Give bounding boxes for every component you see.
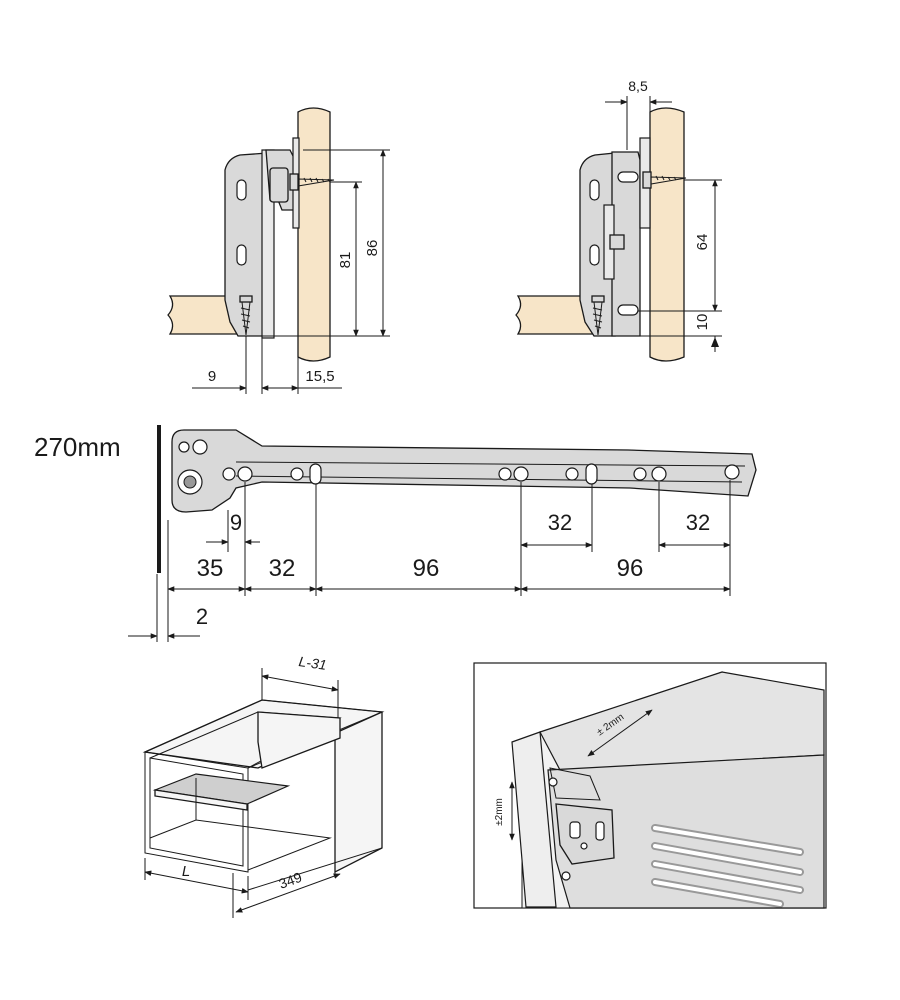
bracket-plate [224,152,269,337]
dim-10: 10 [694,314,711,331]
drawer-box-view: L-31 L 349 [142,653,385,918]
dim-81: 81 [337,252,354,269]
drawer-front-edge [511,731,557,908]
dim-2: 2 [196,604,208,629]
runner-slot-1 [309,463,322,485]
rear-mount-bracket [611,151,641,337]
cabinet-side-wall-right [649,107,685,362]
dim-9-side: 9 [208,368,216,385]
runner-length-label: 270mm [34,432,121,462]
front-hole [192,439,208,455]
screw-vertical-right-icon [591,295,605,336]
dim-32-left: 32 [269,555,296,582]
rear-slot-bottom [617,304,639,316]
runner-slot-2 [585,463,598,485]
runner-rear-hole [724,464,740,480]
dim-l-31: L-31 [298,653,328,673]
bracket-slot-top-right [589,179,600,201]
dim-15-5: 15,5 [305,368,334,385]
runner-hole-3 [651,466,667,482]
runner-body [171,429,757,513]
runner-hole-2 [513,466,529,482]
rear-slot-top [617,171,639,183]
side-view-left: 86 81 9 15,5 [167,107,390,394]
front-hole-small [178,441,190,453]
cabinet-side-wall [297,107,331,362]
side-view-right: 8,5 64 10 [515,78,722,362]
box-right-side [334,711,383,874]
bracket-slot-bottom [236,244,247,266]
dim-32-right: 32 [686,510,710,535]
dim-35: 35 [197,555,224,582]
tolerance-vertical: ±2mm [494,798,505,826]
dim-96-right: 96 [617,555,644,582]
dim-8-5: 8,5 [628,78,648,94]
screw-horizontal-icon [289,173,335,191]
dim-9: 9 [230,510,242,535]
dim-l: L [182,863,190,880]
runner-view: 270mm 9 [34,425,757,642]
dim-32-mid: 32 [548,510,572,535]
mount-block [269,167,289,203]
front-bracket [555,803,615,865]
drawer-bottom-board-right [515,295,599,335]
bracket-slot-bottom-right [589,244,600,266]
clip [609,234,625,250]
dim-86: 86 [364,240,381,257]
inner-back [257,711,341,769]
dim-96-left: 96 [413,555,440,582]
detail-view: ± 2mm ±2mm [473,662,827,909]
dim-349: 349 [277,869,305,892]
dim-64: 64 [694,234,711,251]
runner-hole-1 [237,466,253,482]
screw-vertical-icon [239,295,253,336]
front-reference-bar [157,425,161,573]
bracket-plate-right [579,152,616,337]
screw-horizontal-right-icon [642,171,687,189]
bracket-slot-top [236,179,247,201]
